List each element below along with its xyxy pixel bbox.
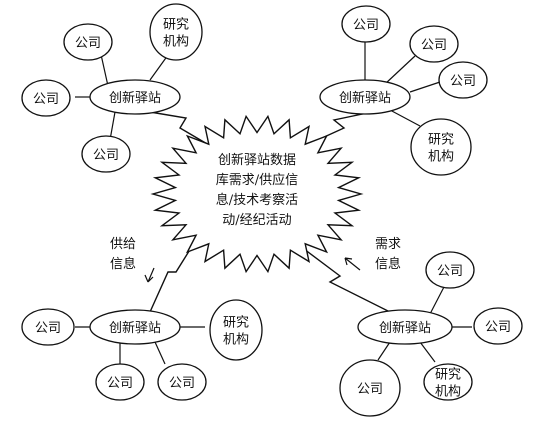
nodes: 创新驿站公司研究机构公司公司创新驿站公司公司公司研究机构创新驿站公司研究机构公司… (21, 3, 523, 417)
research-institute-top-left (149, 3, 203, 61)
demand-arrow-icon (344, 257, 361, 271)
spoke (384, 55, 416, 85)
research-institute-top-right-label: 研究 (428, 133, 454, 148)
company-bottom-left-label: 公司 (169, 376, 195, 391)
station-bottom-right-label: 创新驿站 (379, 320, 431, 336)
research-institute-top-right (410, 118, 472, 176)
company-top-left (63, 23, 113, 61)
hub-line-2: 库需求/供应信 (216, 172, 298, 188)
hub-line-1: 创新驿站数据 (218, 152, 296, 168)
company-top-left (81, 135, 131, 173)
connector-top-left (149, 111, 215, 149)
research-institute-bottom-left-label: 研究 (223, 316, 249, 331)
company-bottom-right-label: 公司 (357, 382, 383, 397)
company-top-right (341, 5, 391, 43)
company-top-right-label: 公司 (450, 74, 476, 89)
station-bottom-left-label: 创新驿站 (109, 320, 161, 336)
company-bottom-left (157, 363, 207, 401)
spoke (109, 111, 116, 141)
company-bottom-right (425, 251, 475, 289)
research-institute-bottom-right (423, 363, 473, 401)
station-top-left-label: 创新驿站 (109, 90, 161, 106)
company-bottom-left (95, 363, 145, 401)
hub-line-3: 息/技术考察活 (216, 192, 298, 208)
flow-supply: 供给 信息 (110, 237, 155, 283)
company-top-right (438, 61, 488, 99)
company-bottom-right-label: 公司 (437, 264, 463, 279)
connector-bottom-left (149, 239, 197, 313)
spoke (419, 341, 436, 363)
company-bottom-right (339, 359, 401, 417)
company-top-right-label: 公司 (421, 38, 447, 53)
flow-demand: 需求 信息 (344, 237, 401, 272)
flow-demand-line-1: 需求 (375, 237, 401, 252)
research-institute-top-left-label: 机构 (163, 35, 189, 50)
station-bottom-left (89, 309, 181, 345)
spoke (149, 54, 169, 81)
station-top-left (89, 79, 181, 115)
research-institute-top-left-label: 研究 (163, 18, 189, 33)
research-institute-top-right-label: 机构 (428, 150, 454, 165)
company-bottom-right (473, 307, 523, 345)
company-bottom-right-label: 公司 (485, 320, 511, 335)
company-top-right (409, 25, 459, 63)
hub-starburst (150, 114, 364, 274)
station-top-right-label: 创新驿站 (339, 90, 391, 106)
company-bottom-left-label: 公司 (35, 321, 61, 336)
spoke (377, 341, 391, 361)
spoke (409, 81, 441, 93)
supply-arrow-icon (144, 267, 155, 283)
research-institute-bottom-right-label: 研究 (435, 368, 461, 383)
station-top-right (319, 79, 411, 115)
company-top-left-label: 公司 (93, 148, 119, 163)
company-top-right-label: 公司 (353, 18, 379, 33)
spoke (389, 109, 421, 127)
company-bottom-left (21, 308, 75, 346)
flow-supply-line-1: 供给 (110, 237, 136, 252)
spoke (154, 341, 166, 365)
research-institute-bottom-right-label: 机构 (435, 385, 461, 400)
company-top-left (21, 79, 71, 117)
research-institute-bottom-left (209, 299, 263, 361)
flow-demand-line-2: 信息 (375, 256, 401, 272)
hub-line-4: 动/经纪活动 (222, 213, 291, 228)
hub: 创新驿站数据 库需求/供应信 息/技术考察活 动/经纪活动 (150, 114, 364, 274)
research-institute-bottom-left-label: 机构 (223, 333, 249, 348)
company-top-left-label: 公司 (75, 36, 101, 51)
flow-supply-line-2: 信息 (110, 256, 136, 272)
spoke (429, 284, 446, 315)
company-top-left-label: 公司 (33, 92, 59, 107)
connector-bottom-right (299, 245, 391, 313)
spokes (75, 40, 472, 365)
station-bottom-right (357, 309, 453, 345)
company-bottom-left-label: 公司 (107, 376, 133, 391)
